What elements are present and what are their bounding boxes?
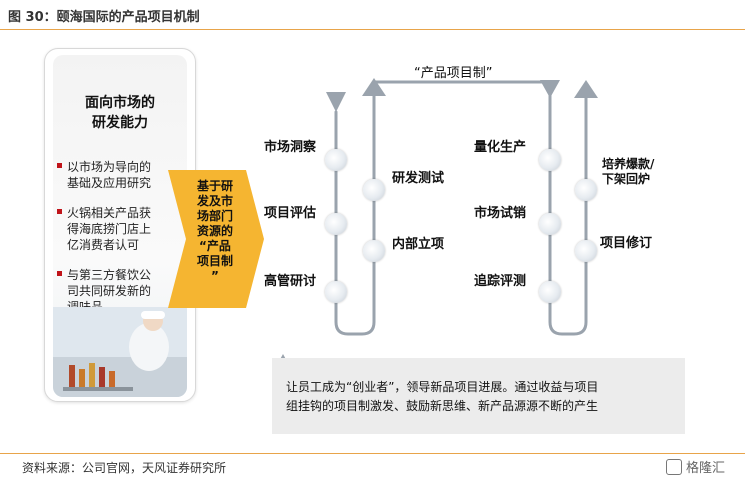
bullet-line: 司共同研发新的 bbox=[67, 284, 152, 298]
summary-line1: 让员工成为“创业者”，领导新品项目进展。通过收益与项目 bbox=[286, 380, 599, 394]
step-label-internal-approval: 内部立项 bbox=[392, 237, 445, 252]
source-note: 资料来源：公司官网，天风证券研究所 bbox=[22, 461, 227, 475]
bullet-line: 以市场为导向的 bbox=[67, 160, 152, 174]
step-label-project-revision: 项目修订 bbox=[600, 236, 653, 251]
watermark: 格隆汇 bbox=[666, 457, 725, 476]
big-orange-arrow bbox=[168, 170, 264, 308]
down-arrowhead-icon bbox=[326, 92, 346, 112]
flow-node bbox=[539, 149, 561, 171]
step-label-project-evaluation: 项目评估 bbox=[264, 206, 317, 221]
capability-panel: 面向市场的 研发能力 以市场为导向的 基础及应用研究 火锅相关产品获 得海底捞门… bbox=[44, 48, 196, 402]
big-arrow-line: 基于研 bbox=[196, 179, 233, 193]
big-arrow-line: 场部门 bbox=[196, 209, 233, 223]
bullet-marker-icon bbox=[57, 163, 62, 168]
step-label-rd-testing: 研发测试 bbox=[392, 171, 445, 186]
figure-title: 图 30：颐海国际的产品项目机制 bbox=[8, 10, 200, 25]
big-arrow-line: 资源的 bbox=[196, 224, 233, 238]
title-divider bbox=[0, 29, 745, 30]
big-arrow-line: 项目制 bbox=[196, 254, 233, 268]
bullet-line: 基础及应用研究 bbox=[67, 176, 152, 190]
step-label-trial-sales: 市场试销 bbox=[474, 206, 527, 221]
flow-node bbox=[325, 213, 347, 235]
flow-node bbox=[363, 179, 385, 201]
bullet-line: 得海底捞门店上 bbox=[67, 222, 152, 236]
flow-node bbox=[539, 281, 561, 303]
step-label-market-insight: 市场洞察 bbox=[264, 140, 317, 155]
bullet-item: 以市场为导向的 基础及应用研究 bbox=[57, 159, 189, 191]
flow-node bbox=[325, 281, 347, 303]
summary-text: 让员工成为“创业者”，领导新品项目进展。通过收益与项目 组挂钩的项目制激发、鼓励… bbox=[286, 378, 681, 416]
step-label-line: 下架回炉 bbox=[602, 172, 651, 186]
bullet-line: 亿消费者认可 bbox=[67, 238, 140, 252]
panel-heading: 面向市场的 研发能力 bbox=[45, 93, 195, 133]
panel-heading-line2: 研发能力 bbox=[92, 115, 148, 131]
mechanism-label: “产品项目制” bbox=[414, 66, 493, 81]
step-label-mass-production: 量化生产 bbox=[474, 140, 527, 155]
big-arrow-line: 发及市 bbox=[196, 194, 233, 208]
bullet-marker-icon bbox=[57, 209, 62, 214]
step-label-executive-review: 高管研讨 bbox=[264, 274, 317, 289]
bullet-marker-icon bbox=[57, 271, 62, 276]
big-arrow-line: ” bbox=[211, 269, 219, 283]
panel-heading-line1: 面向市场的 bbox=[85, 95, 155, 111]
summary-box bbox=[272, 358, 685, 434]
up-arrowhead-icon bbox=[574, 80, 598, 98]
watermark-text: 格隆汇 bbox=[686, 461, 726, 476]
bullet-item: 火锅相关产品获 得海底捞门店上 亿消费者认可 bbox=[57, 205, 189, 253]
step-label-tracking-evaluation: 追踪评测 bbox=[474, 274, 527, 289]
big-arrow-line: “产品 bbox=[199, 239, 231, 253]
flow-node bbox=[539, 213, 561, 235]
step-label-hit-or-recall: 培养爆款/ 下架回炉 bbox=[602, 157, 654, 187]
source-divider bbox=[0, 453, 745, 454]
watermark-logo-icon bbox=[666, 459, 682, 475]
step-label-line: 培养爆款/ bbox=[602, 157, 655, 171]
flow-node bbox=[363, 240, 385, 262]
flow-node bbox=[325, 149, 347, 171]
flow-node bbox=[575, 240, 597, 262]
bullet-line: 与第三方餐饮公 bbox=[67, 268, 152, 282]
flow-node bbox=[575, 179, 597, 201]
lab-photo bbox=[53, 307, 187, 397]
bullet-line: 火锅相关产品获 bbox=[67, 206, 152, 220]
big-arrow-text: 基于研 发及市 场部门 资源的 “产品 项目制 ” bbox=[178, 179, 252, 284]
down-arrowhead-icon bbox=[540, 80, 560, 98]
up-arrowhead-icon bbox=[362, 78, 386, 96]
summary-line2: 组挂钩的项目制激发、鼓励新思维、新产品源源不断的产生 bbox=[286, 399, 599, 413]
